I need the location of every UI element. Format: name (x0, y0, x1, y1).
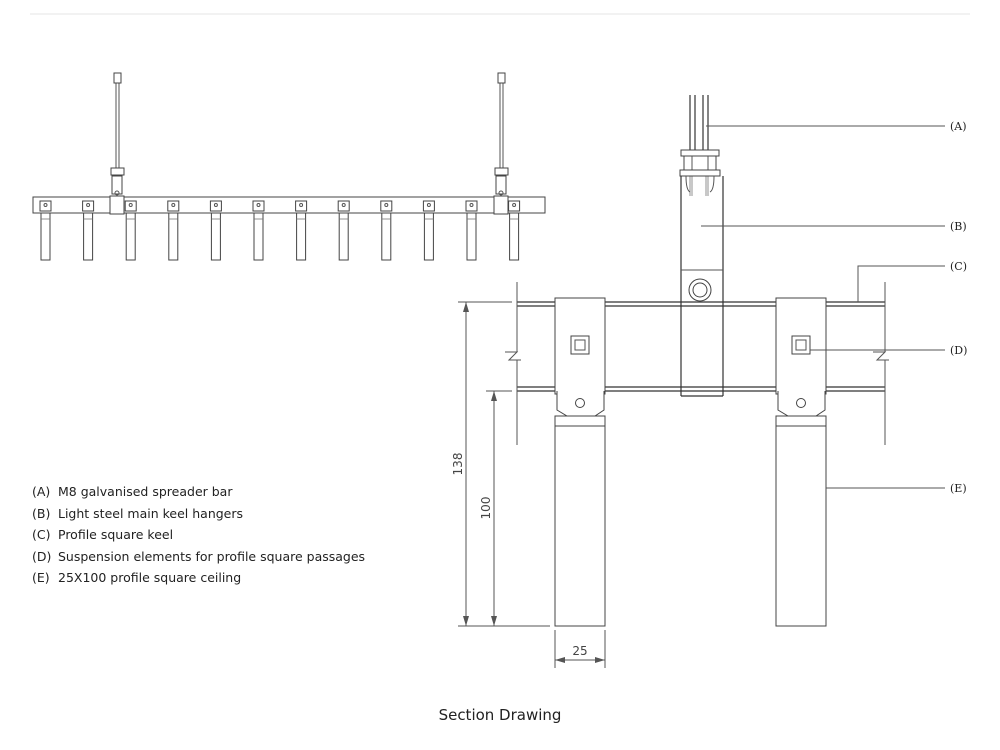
elevation-blade (82, 200, 95, 261)
callout-e: (E) (950, 482, 967, 495)
elevation-blade (209, 200, 222, 261)
drawing-caption: Section Drawing (438, 706, 562, 724)
elevation-blade (337, 200, 350, 261)
callout-b: (B) (950, 220, 967, 233)
spreader-bar-rod (689, 95, 709, 196)
callout-d: (D) (950, 344, 967, 357)
elevation-blade (295, 200, 308, 261)
callout-c: (C) (950, 260, 967, 273)
ceiling-blade-left (554, 391, 606, 627)
elevation-blade (422, 200, 435, 261)
main-keel-hanger (680, 176, 724, 397)
callout-a: (A) (950, 120, 967, 133)
hanger-rod-left (110, 72, 125, 196)
elevation-view (32, 72, 546, 261)
elevation-blade (167, 200, 180, 261)
legend-item-b: (B) Light steel main keel hangers (32, 505, 244, 521)
legend-item-d: (D) Suspension elements for profile squa… (32, 548, 366, 564)
hex-nut (679, 149, 721, 193)
leader-lines (701, 125, 945, 489)
elevation-blade (380, 200, 393, 261)
elevation-blade (465, 200, 478, 261)
suspension-element-right (775, 297, 827, 395)
elevation-blade (252, 200, 265, 261)
legend-item-c: (C) Profile square keel (32, 527, 174, 542)
elevation-blade (508, 200, 521, 261)
hanger-rod-right (494, 72, 509, 196)
ceiling-blade-right (775, 391, 827, 627)
suspension-element-left (554, 297, 606, 395)
dimension-25-label: 25 (572, 644, 587, 658)
dimension-25: 25 (554, 630, 606, 668)
ceiling-blades-elevation (39, 200, 521, 261)
legend-item-a: (A) M8 galvanised spreader bar (32, 484, 233, 499)
legend-item-e: (E) 25X100 profile square ceiling (32, 570, 242, 585)
elevation-blade (124, 200, 137, 261)
dimension-138: 138 (451, 301, 550, 627)
elevation-blade (39, 200, 52, 261)
legend: (A) M8 galvanised spreader bar (B) Light… (32, 481, 365, 589)
main-keel-elevation (32, 196, 546, 214)
dimension-100: 100 (479, 390, 512, 626)
section-detail: 138 100 25 (A) (B) (C) (D) (E (451, 95, 967, 668)
dimension-100-label: 100 (479, 497, 493, 520)
dimension-138-label: 138 (451, 453, 465, 476)
